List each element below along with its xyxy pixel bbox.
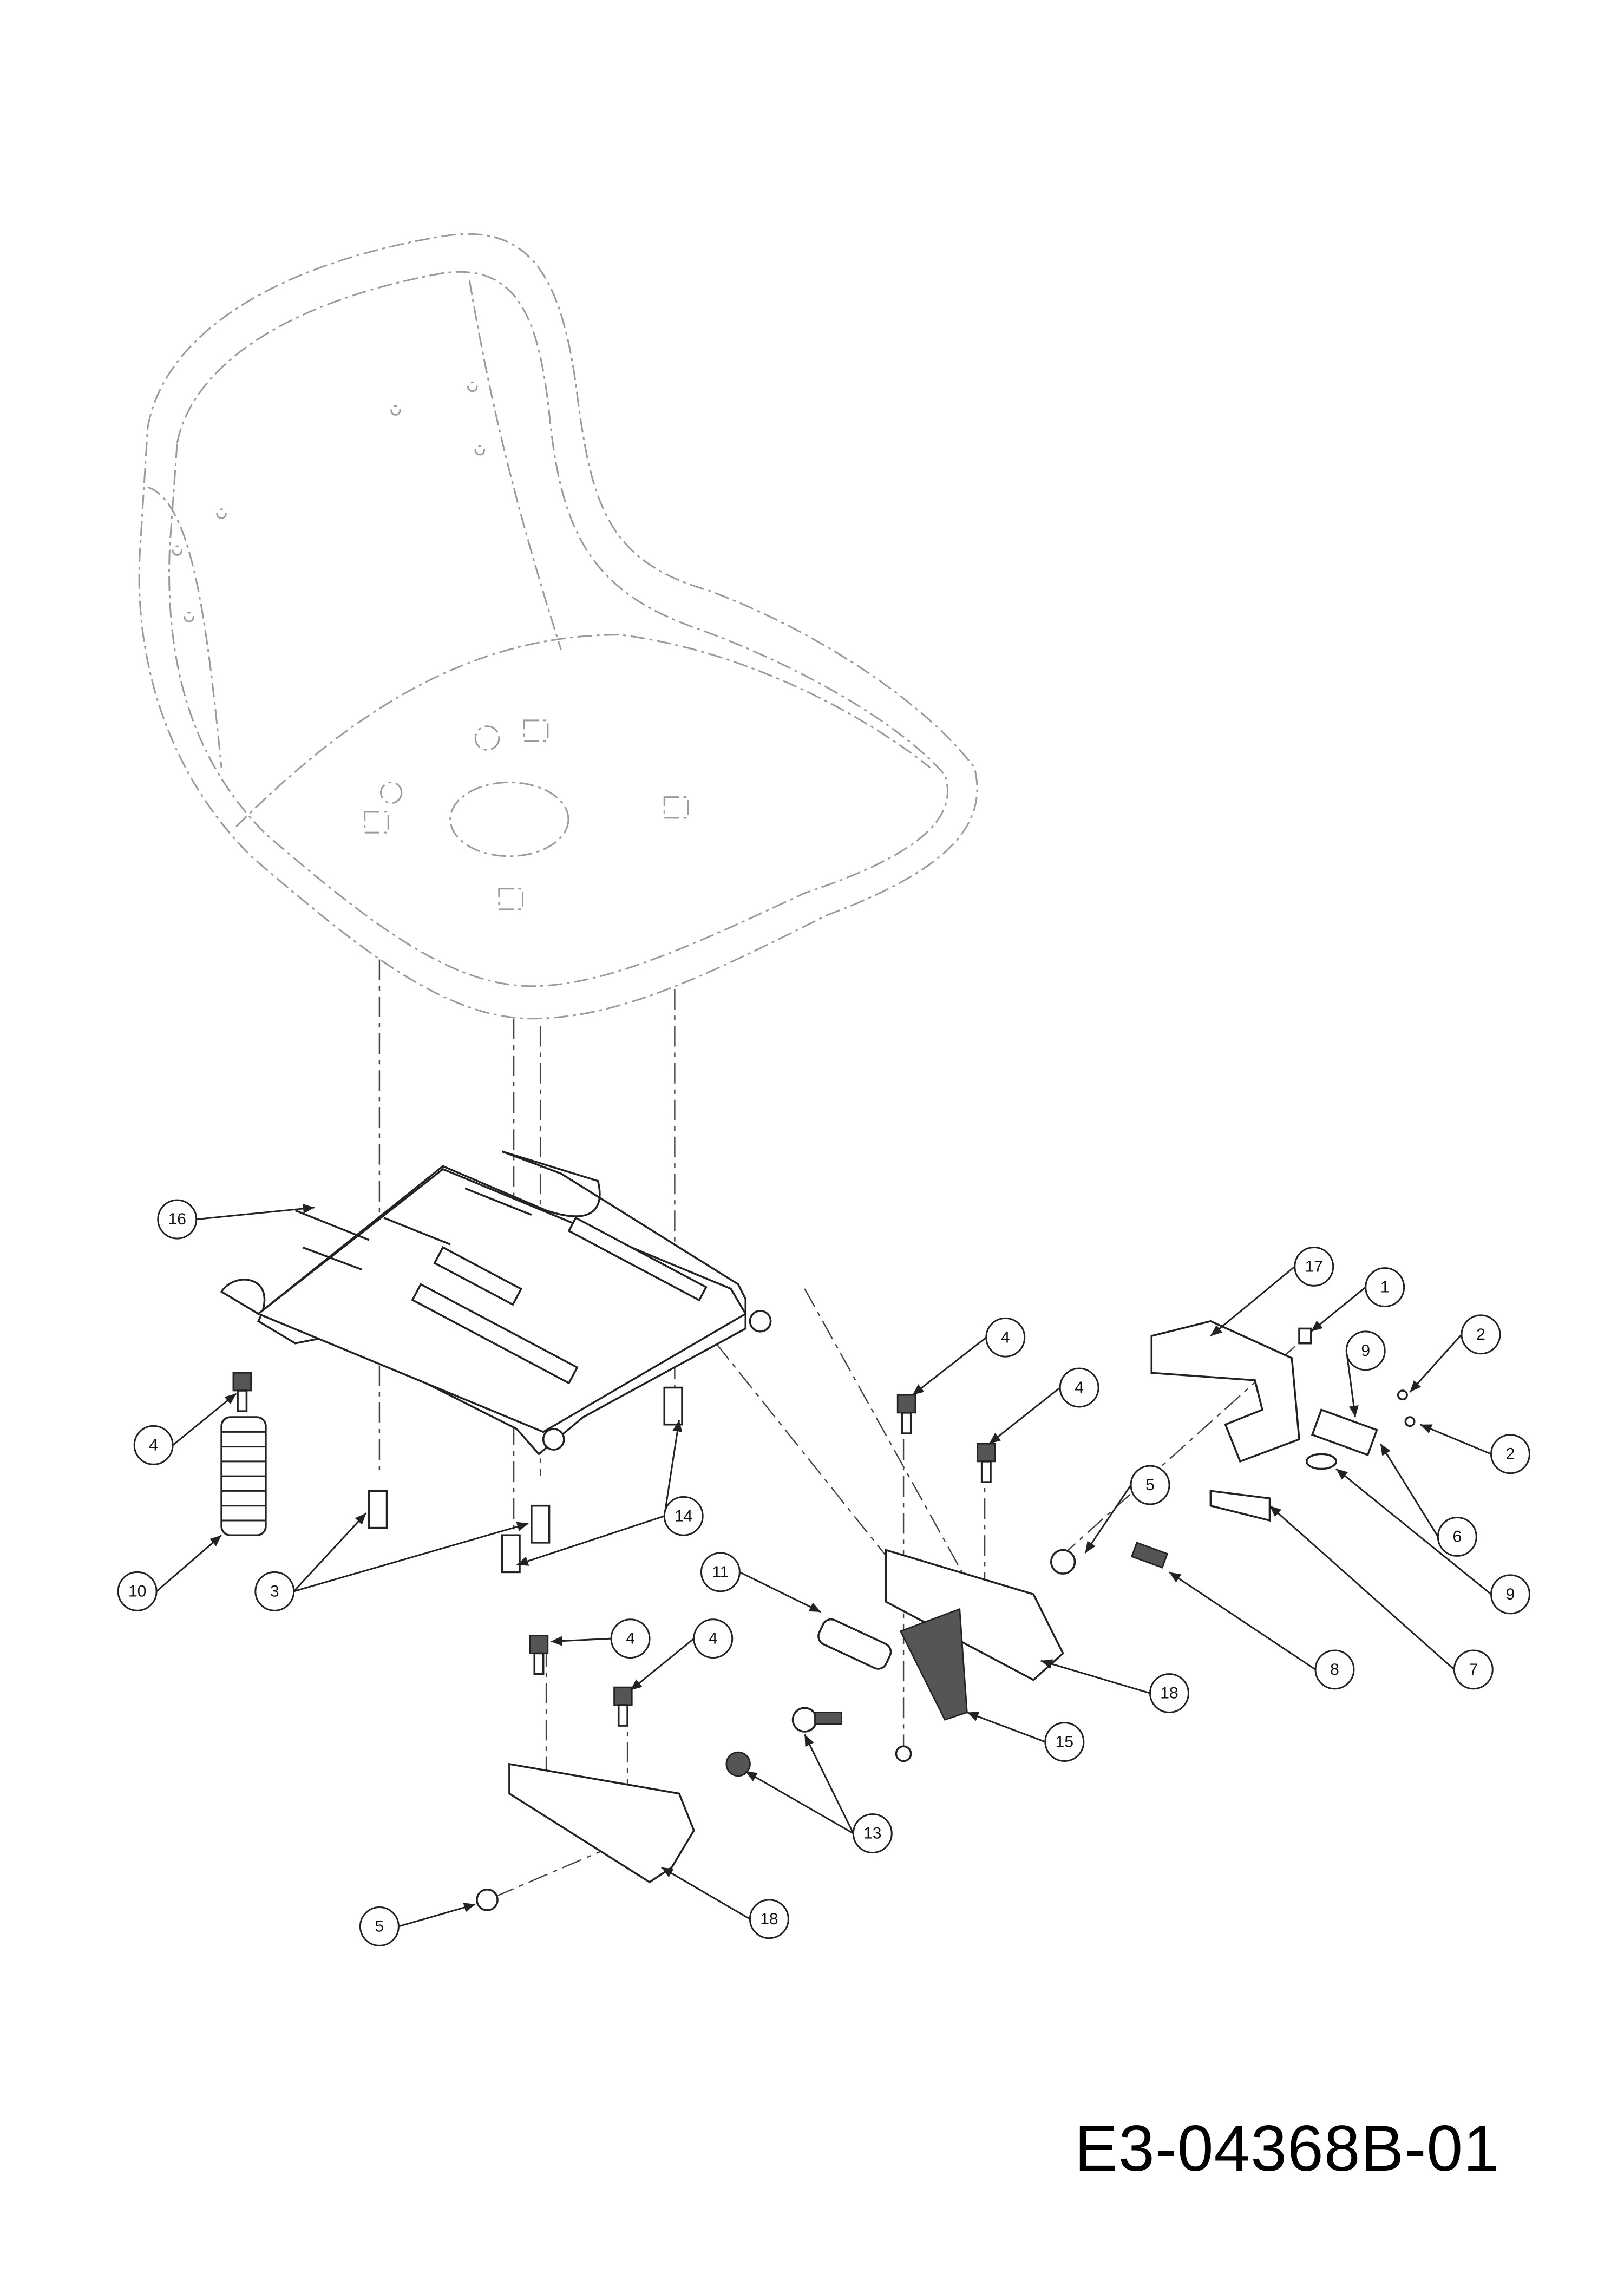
callout-5: 5 [359,1903,476,1946]
callout-3: 3 [254,1512,529,1611]
callout-2: 2 [1409,1314,1501,1393]
svg-text:8: 8 [1330,1661,1339,1679]
svg-text:1: 1 [1380,1279,1390,1296]
svg-text:9: 9 [1506,1585,1515,1603]
callout-5: 5 [1084,1465,1170,1554]
svg-text:5: 5 [375,1917,384,1935]
callout-6: 6 [1379,1443,1477,1557]
spring [220,1416,267,1537]
callout-8: 8 [1169,1571,1355,1690]
svg-text:16: 16 [168,1210,186,1228]
callout-15: 15 [966,1712,1085,1762]
seat-plate [220,1150,772,1456]
svg-text:4: 4 [1001,1328,1010,1346]
callout-17: 17 [1210,1246,1334,1337]
svg-text:13: 13 [863,1825,881,1843]
callout-9: 9 [1335,1468,1530,1615]
callout-13: 13 [745,1734,893,1854]
svg-text:14: 14 [675,1507,692,1525]
callout-11: 11 [700,1552,822,1613]
callout-10: 10 [117,1535,222,1611]
callout-18: 18 [661,1866,789,1939]
switch-assembly [1050,1320,1416,1575]
svg-text:10: 10 [128,1582,146,1600]
svg-text:17: 17 [1305,1257,1323,1275]
svg-text:6: 6 [1452,1528,1462,1545]
callout-18: 18 [1040,1659,1189,1714]
svg-text:2: 2 [1476,1326,1485,1343]
seat-outline [138,233,978,1020]
svg-text:4: 4 [626,1630,635,1648]
callout-7: 7 [1269,1505,1494,1690]
svg-text:3: 3 [270,1582,279,1600]
adjuster-brackets [508,1549,1064,1884]
callouts: 16 17 1 9 2 2 6 9 7 8 18 15 5 4 4 4 10 3… [117,1199,1530,1946]
svg-text:18: 18 [760,1910,778,1928]
svg-text:2: 2 [1506,1445,1515,1463]
callout-2: 2 [1420,1424,1530,1474]
callout-4: 4 [988,1367,1099,1445]
svg-text:15: 15 [1056,1733,1073,1751]
callout-1: 1 [1310,1267,1405,1333]
callout-16: 16 [157,1199,315,1240]
svg-text:11: 11 [712,1563,729,1581]
callout-4: 4 [912,1317,1026,1396]
svg-text:4: 4 [1075,1379,1084,1397]
svg-text:9: 9 [1361,1342,1370,1360]
svg-text:4: 4 [149,1436,158,1454]
callout-4: 4 [133,1393,237,1465]
callout-4: 4 [551,1618,651,1659]
diagram-id-label: E3-04368B-01 [1075,2112,1500,2185]
bolts [232,1372,996,1911]
svg-text:5: 5 [1145,1476,1155,1494]
svg-text:18: 18 [1160,1685,1178,1702]
callout-14: 14 [516,1420,704,1566]
svg-text:4: 4 [709,1630,718,1648]
callout-4: 4 [630,1618,734,1691]
callout-9: 9 [1345,1330,1386,1418]
svg-text:7: 7 [1469,1661,1478,1679]
